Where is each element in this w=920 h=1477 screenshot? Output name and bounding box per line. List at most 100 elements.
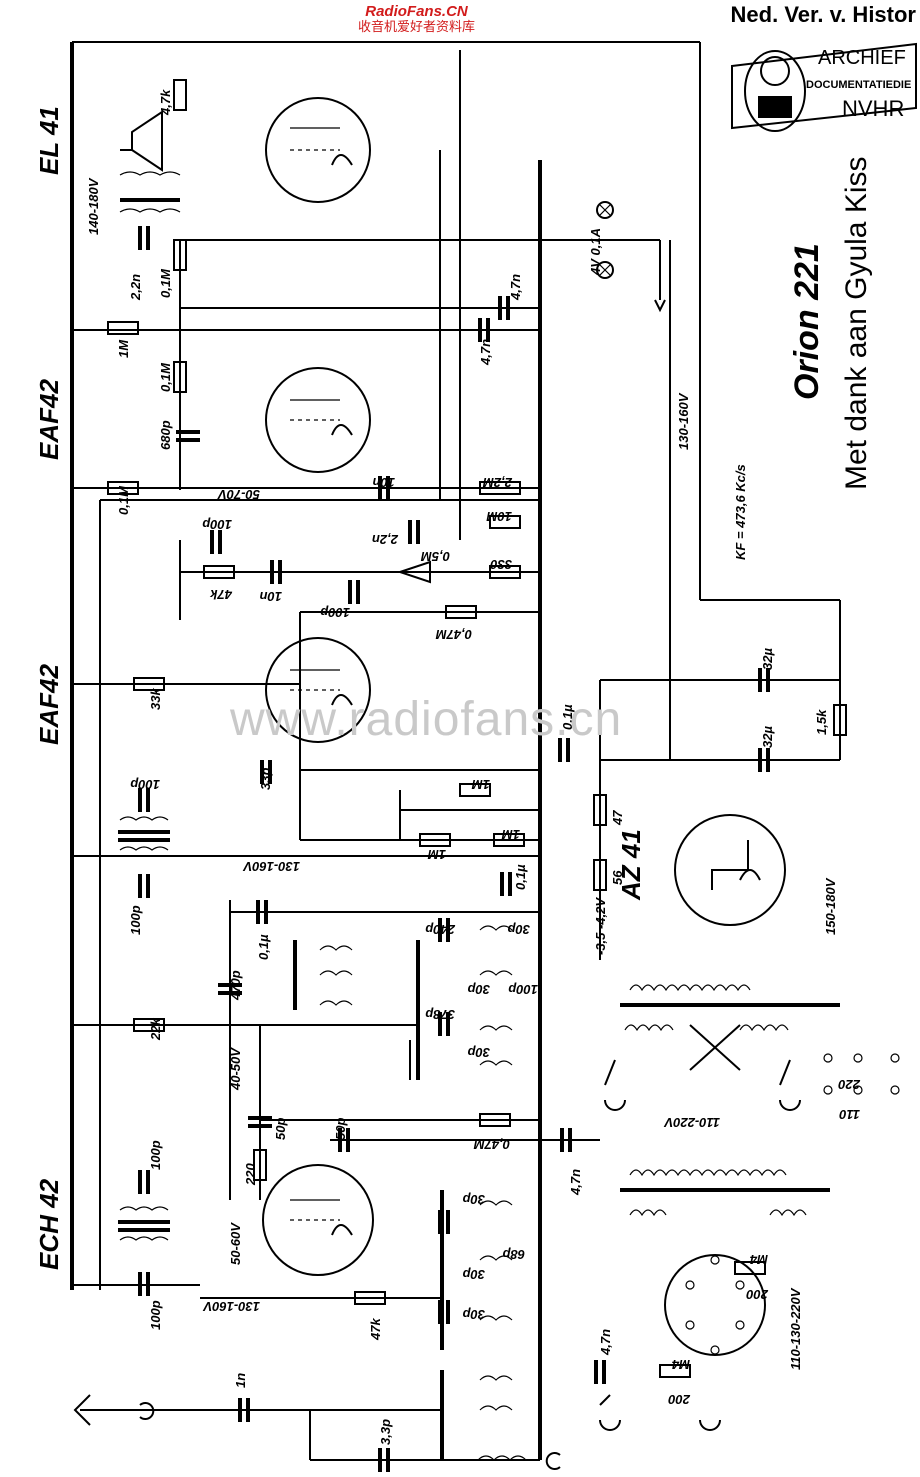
svg-text:KF = 473,6 Kc/s: KF = 473,6 Kc/s: [733, 464, 748, 560]
mains-connection: [599, 1053, 900, 1431]
archive-stamp: ARCHIEF DOCUMENTATIEDIE NVHR: [730, 36, 920, 148]
svg-text:30p: 30p: [468, 1045, 490, 1060]
svg-text:1n: 1n: [233, 1373, 248, 1388]
mains-selector-disc: [664, 1254, 766, 1356]
stamp-line1: ARCHIEF: [818, 47, 906, 69]
svg-text:100p: 100p: [202, 517, 232, 532]
svg-text:40-50V: 40-50V: [228, 1047, 243, 1091]
labels: EL 41 EAF42 EAF42 ECH 42 AZ 41 140-180V …: [34, 89, 861, 1445]
tube-eaf42-mid: [265, 637, 371, 743]
svg-text:470p: 470p: [228, 970, 243, 1001]
svg-text:50p: 50p: [333, 1118, 348, 1140]
resistors: [107, 79, 847, 1378]
svg-text:2,2n: 2,2n: [372, 532, 399, 547]
svg-text:1M: 1M: [501, 827, 520, 842]
svg-text:4,7n: 4,7n: [508, 274, 523, 301]
svg-text:100p: 100p: [128, 905, 143, 935]
watermark-tagline: 收音机爱好者资料库: [358, 18, 476, 34]
svg-text:200: 200: [668, 1392, 691, 1407]
svg-text:100p: 100p: [508, 982, 538, 997]
band-coils: [293, 925, 527, 1461]
svg-text:32µ: 32µ: [760, 648, 775, 670]
svg-text:50-70V: 50-70V: [217, 487, 260, 502]
svg-text:100p: 100p: [148, 1300, 163, 1330]
stamp-logo: ARCHIEF DOCUMENTATIEDIE NVHR: [731, 42, 917, 132]
power-transformer: [620, 984, 840, 1217]
svg-text:4V 0,1A: 4V 0,1A: [588, 228, 603, 276]
if-transformer-2: [118, 1206, 170, 1241]
svg-text:110-220V: 110-220V: [663, 1115, 720, 1130]
model-title: Orion 221: [788, 243, 826, 400]
svg-text:0,47M: 0,47M: [435, 627, 472, 642]
svg-text:10M: 10M: [486, 509, 512, 524]
svg-text:240p: 240p: [425, 922, 456, 937]
svg-text:378p: 378p: [425, 1007, 455, 1022]
pilot-lamps: [540, 201, 666, 313]
tube-el41: [265, 97, 371, 203]
svg-text:130-160V: 130-160V: [242, 859, 300, 874]
tube-label-eaf42-a: EAF42: [34, 379, 64, 460]
svg-text:33p: 33p: [258, 768, 273, 790]
antenna-input: [73, 1394, 561, 1470]
credit-line: Met dank aan Gyula Kiss: [840, 156, 873, 490]
tube-ech42: [262, 1164, 374, 1276]
svg-text:680p: 680p: [158, 420, 173, 450]
svg-text:130-160V: 130-160V: [202, 1299, 260, 1314]
svg-text:150-180V: 150-180V: [823, 877, 838, 935]
svg-text:110-130-220V: 110-130-220V: [788, 1287, 803, 1370]
tube-label-az41: AZ 41: [616, 829, 646, 901]
svg-text:10n: 10n: [260, 589, 282, 604]
svg-text:4,7k: 4,7k: [158, 89, 173, 116]
site-watermark: RadioFans.CN 收音机爱好者资料库: [358, 4, 475, 33]
svg-text:100p: 100p: [130, 777, 160, 792]
svg-text:32µ: 32µ: [760, 726, 775, 748]
svg-text:0,5M: 0,5M: [420, 549, 450, 564]
svg-text:56: 56: [610, 870, 625, 885]
svg-text:47k: 47k: [210, 587, 233, 602]
svg-text:220: 220: [243, 1163, 258, 1186]
svg-text:33k: 33k: [148, 688, 163, 710]
svg-text:1M: 1M: [471, 777, 490, 792]
svg-text:1M: 1M: [427, 847, 446, 862]
tube-label-el41: EL 41: [34, 106, 64, 175]
svg-text:47k: 47k: [368, 1318, 383, 1341]
svg-text:0,1M: 0,1M: [116, 485, 131, 515]
svg-text:30p: 30p: [463, 1267, 485, 1282]
svg-text:0,1µ: 0,1µ: [560, 704, 575, 730]
capacitors: [138, 226, 770, 1472]
stamp-line3: NVHR: [842, 96, 904, 121]
tube-label-ech42: ECH 42: [34, 1178, 64, 1270]
svg-text:200: 200: [746, 1287, 769, 1302]
svg-text:1,5k: 1,5k: [814, 709, 829, 735]
stamp-line2: DOCUMENTATIEDIE: [806, 79, 911, 91]
svg-text:0,1µ: 0,1µ: [513, 864, 528, 890]
svg-text:130-160V: 130-160V: [676, 392, 691, 450]
tube-eaf42-top: [265, 367, 371, 473]
background-watermark: www.radiofans.cn: [230, 693, 623, 746]
svg-text:1M: 1M: [116, 339, 131, 358]
svg-text:30p: 30p: [463, 1307, 485, 1322]
svg-text:4,7n: 4,7n: [478, 339, 493, 366]
svg-text:68p: 68p: [503, 1247, 525, 1262]
svg-text:47: 47: [610, 810, 625, 826]
svg-text:22k: 22k: [148, 1018, 163, 1041]
svg-text:30p: 30p: [463, 1192, 485, 1207]
svg-text:140-180V: 140-180V: [86, 177, 101, 235]
if-transformer-1: [118, 816, 170, 851]
svg-text:330: 330: [490, 557, 512, 572]
svg-text:0,1M: 0,1M: [158, 362, 173, 392]
watermark-site: RadioFans.CN: [365, 3, 468, 20]
svg-text:30p: 30p: [468, 982, 490, 997]
svg-text:4,7n: 4,7n: [598, 1329, 613, 1356]
main-wiring: [70, 41, 841, 1461]
loudspeaker: [119, 110, 181, 213]
svg-text:M4: M4: [671, 1357, 690, 1372]
tube-az41: [674, 814, 786, 926]
svg-text:2,2n: 2,2n: [128, 274, 143, 301]
svg-text:100p: 100p: [320, 605, 350, 620]
svg-text:0,47M: 0,47M: [473, 1137, 510, 1152]
svg-text:-3,5 -4,2V: -3,5 -4,2V: [593, 897, 608, 955]
svg-text:50p: 50p: [273, 1118, 288, 1140]
svg-text:4,7n: 4,7n: [568, 1169, 583, 1196]
